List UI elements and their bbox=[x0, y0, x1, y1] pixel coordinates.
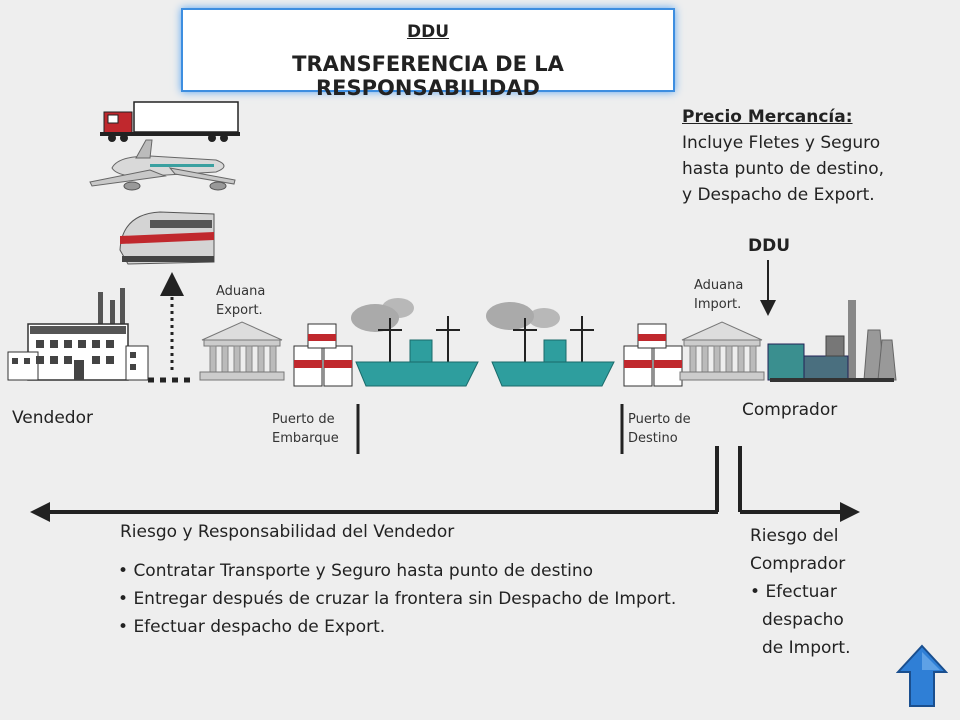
customs-export-icon bbox=[199, 321, 285, 381]
label-puerto-destino: Puerto de Destino bbox=[628, 410, 691, 448]
label-puerto-embarque-line2: Embarque bbox=[272, 431, 339, 446]
airplane-icon bbox=[89, 139, 236, 191]
factory-icon bbox=[7, 288, 149, 381]
label-aduana-export-line2: Export. bbox=[216, 303, 263, 318]
cargo-left-icon bbox=[293, 323, 353, 387]
seller-risk-arrow bbox=[30, 502, 718, 522]
seller-item-2: Entregar después de cruzar la frontera s… bbox=[118, 585, 676, 613]
seller-item-1: Contratar Transporte y Seguro hasta punt… bbox=[118, 557, 676, 585]
seller-item-3: Efectuar despacho de Export. bbox=[118, 613, 676, 641]
title-subtitle: DDU bbox=[406, 22, 450, 42]
train-icon bbox=[119, 211, 215, 265]
label-comprador: Comprador bbox=[742, 400, 838, 420]
title-box: DDU TRANSFERENCIA DE LA RESPONSABILIDAD bbox=[181, 8, 675, 100]
price-line-2: hasta punto de destino, bbox=[682, 159, 885, 179]
label-puerto-destino-line1: Puerto de bbox=[628, 412, 691, 427]
label-aduana-export-line1: Aduana bbox=[216, 284, 266, 299]
customs-import-icon bbox=[679, 321, 765, 381]
up-arrow-icon bbox=[896, 644, 948, 707]
price-info: Precio Mercancía: Incluye Fletes y Segur… bbox=[682, 104, 884, 208]
buyer-item: • Efectuar bbox=[750, 582, 837, 602]
buyer-block: Riesgo del Comprador • Efectuar despacho… bbox=[750, 522, 850, 662]
truck-icon bbox=[100, 101, 240, 142]
label-aduana-export: Aduana Export. bbox=[216, 282, 265, 320]
buyer-heading-line2: Comprador bbox=[750, 554, 846, 574]
label-puerto-embarque: Puerto de Embarque bbox=[272, 410, 339, 448]
label-puerto-embarque-line1: Puerto de bbox=[272, 412, 335, 427]
label-puerto-destino-line2: Destino bbox=[628, 431, 678, 446]
label-aduana-import: Aduana Import. bbox=[694, 276, 743, 314]
plant-icon bbox=[767, 300, 897, 382]
seller-list: Contratar Transporte y Seguro hasta punt… bbox=[118, 557, 676, 641]
ship-right-icon bbox=[486, 302, 615, 387]
label-vendedor: Vendedor bbox=[12, 408, 93, 428]
price-line-3: y Despacho de Export. bbox=[682, 185, 875, 205]
cargo-right-icon bbox=[623, 323, 683, 387]
label-aduana-import-line2: Import. bbox=[694, 297, 742, 312]
label-aduana-import-line1: Aduana bbox=[694, 278, 744, 293]
ship-left-icon bbox=[351, 298, 479, 387]
ddu-marker: DDU bbox=[748, 236, 791, 256]
buyer-item-line2: despacho bbox=[762, 610, 844, 630]
seller-heading: Riesgo y Responsabilidad del Vendedor bbox=[120, 522, 455, 542]
buyer-heading-line1: Riesgo del bbox=[750, 526, 839, 546]
price-heading: Precio Mercancía: bbox=[682, 107, 853, 127]
price-line-1: Incluye Fletes y Seguro bbox=[682, 133, 881, 153]
buyer-item-line1: Efectuar bbox=[765, 582, 837, 602]
buyer-risk-arrow bbox=[740, 502, 860, 522]
nav-up-button[interactable] bbox=[896, 644, 948, 708]
page-title: TRANSFERENCIA DE LA RESPONSABILIDAD bbox=[292, 52, 564, 100]
buyer-item-line3: de Import. bbox=[762, 638, 851, 658]
